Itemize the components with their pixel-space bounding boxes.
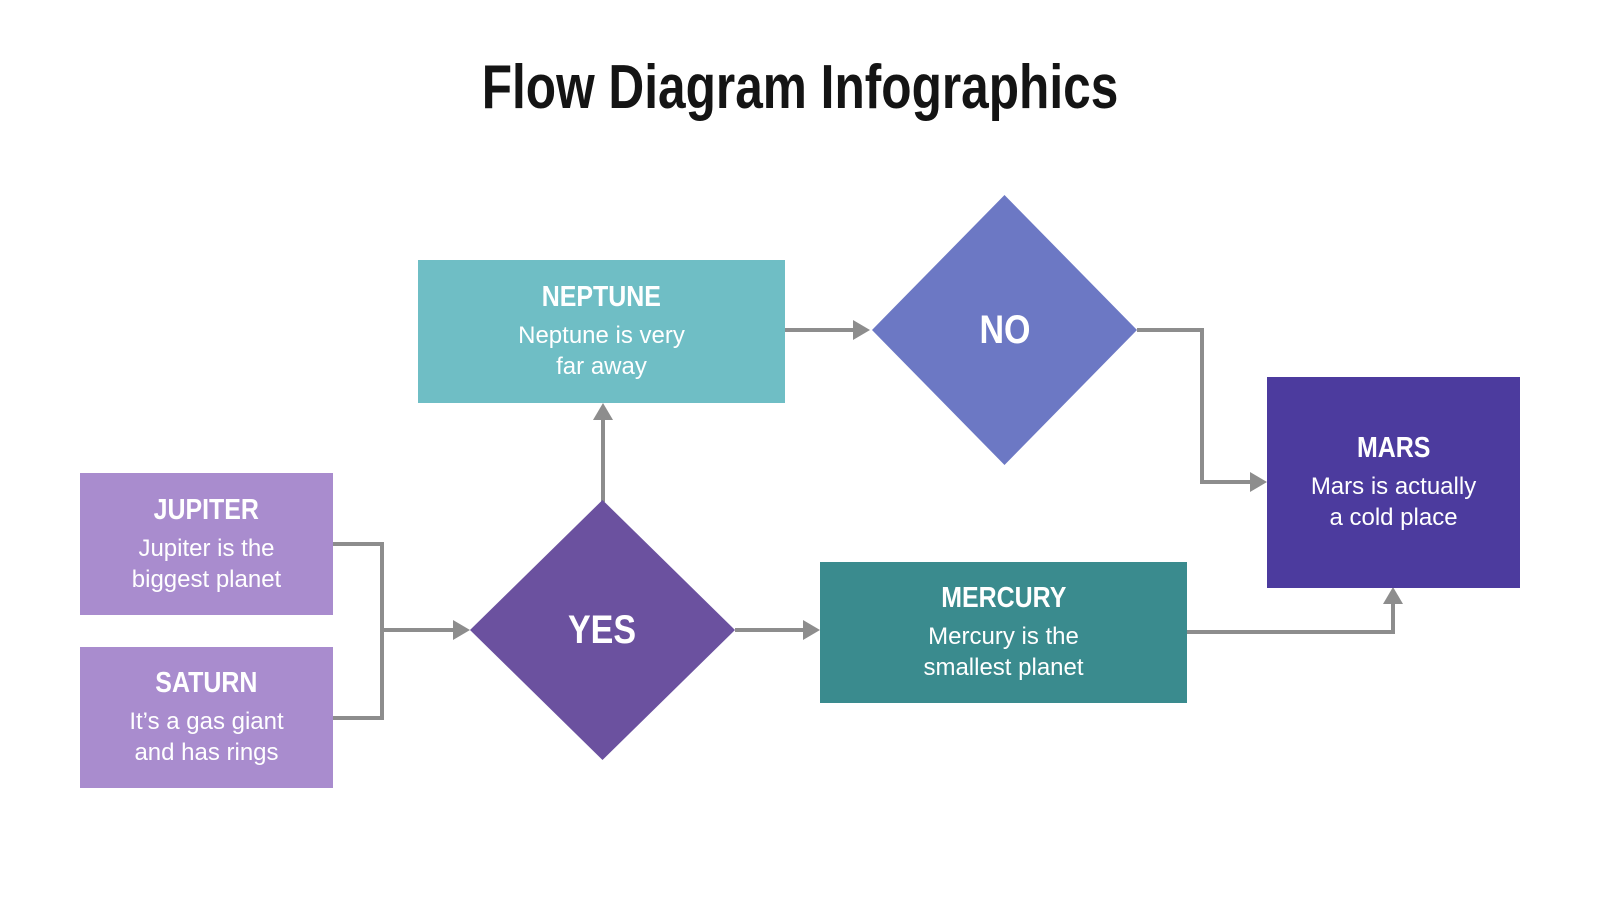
node-jupiter-label: JUPITER xyxy=(153,493,260,526)
node-saturn-label: SATURN xyxy=(155,667,258,699)
node-mars-description: Mars is actually a cold place xyxy=(1310,473,1477,531)
arrowhead-into-yes-icon xyxy=(453,620,470,640)
edge-neptune-to-no xyxy=(785,328,855,332)
node-saturn: SATURN It’s a gas giant and has rings xyxy=(80,647,333,788)
edge-mercury-to-mars-segment-1 xyxy=(1187,630,1395,634)
node-yes-decision: YES xyxy=(470,500,735,760)
node-mercury-label: MERCURY xyxy=(940,582,1067,614)
node-no-label: NO xyxy=(979,307,1030,352)
arrowhead-into-no-icon xyxy=(853,320,870,340)
node-jupiter: JUPITER Jupiter is the biggest planet xyxy=(80,473,333,615)
edge-no-to-mars-segment-1 xyxy=(1137,328,1204,332)
edge-jupiter-to-merge xyxy=(333,542,384,546)
node-neptune-description: Neptune is very far away xyxy=(518,322,685,380)
node-neptune: NEPTUNE Neptune is very far away xyxy=(418,260,785,403)
edge-saturn-to-merge xyxy=(333,716,384,720)
edge-mercury-to-mars-segment-2 xyxy=(1391,602,1395,634)
edge-yes-to-mercury xyxy=(735,628,805,632)
arrowhead-into-mercury-icon xyxy=(803,620,820,640)
page-title: Flow Diagram Infographics xyxy=(481,53,1119,122)
node-neptune-label: NEPTUNE xyxy=(541,281,662,313)
node-mercury: MERCURY Mercury is the smallest planet xyxy=(820,562,1187,703)
arrowhead-into-mars-bottom-icon xyxy=(1383,587,1403,604)
edge-no-to-mars-segment-3 xyxy=(1200,480,1252,484)
node-mars-label: MARS xyxy=(1356,432,1431,464)
edge-yes-to-neptune xyxy=(601,417,605,502)
node-saturn-description: It’s a gas giant and has rings xyxy=(129,708,284,766)
edge-no-to-mars-segment-2 xyxy=(1200,328,1204,484)
edge-merge-to-yes xyxy=(382,628,456,632)
node-no-decision: NO xyxy=(872,195,1137,465)
arrowhead-into-mars-left-icon xyxy=(1250,472,1267,492)
arrowhead-into-neptune-icon xyxy=(593,403,613,420)
node-mercury-description: Mercury is the smallest planet xyxy=(923,623,1084,681)
node-jupiter-description: Jupiter is the biggest planet xyxy=(131,534,282,593)
node-mars: MARS Mars is actually a cold place xyxy=(1267,377,1520,588)
node-yes-label: YES xyxy=(568,607,637,652)
